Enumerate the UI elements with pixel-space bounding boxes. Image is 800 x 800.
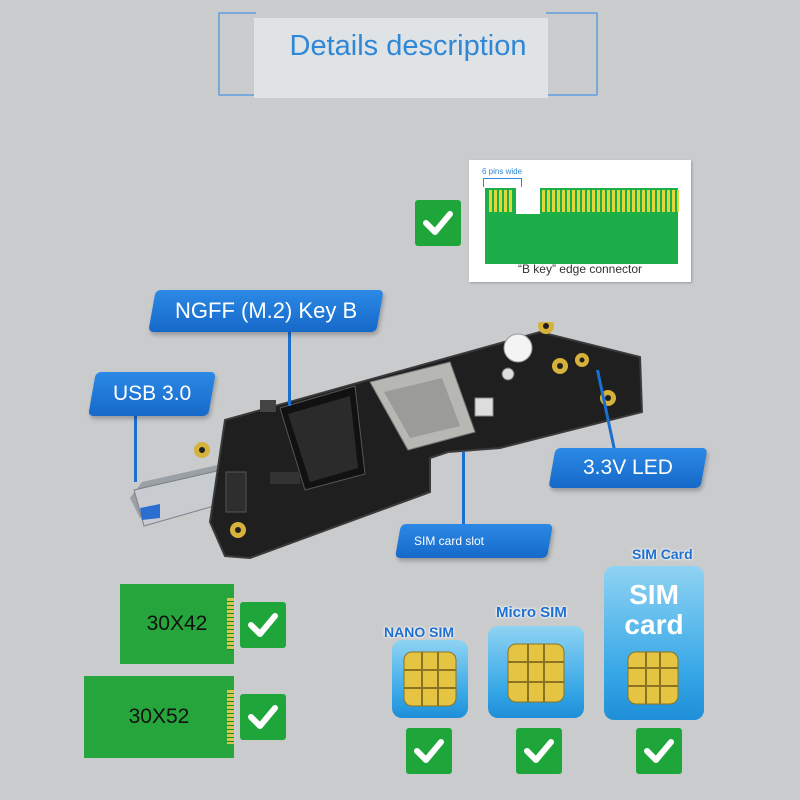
checkmark-icon xyxy=(240,694,286,740)
ssd-module-30x42: 30X42 xyxy=(120,584,234,664)
ssd-size-label: 30X52 xyxy=(128,705,190,728)
ngff-label: NGFF (M.2) Key B xyxy=(174,298,358,323)
led-label: 3.3V LED xyxy=(583,456,673,479)
key-notch xyxy=(516,188,540,214)
nano-sim-card xyxy=(392,640,468,718)
usb-pointer-line xyxy=(134,414,137,482)
edge-pins-left xyxy=(489,190,514,212)
edge-connector-diagram: 6 pins wide “B key” edge connector xyxy=(469,160,691,282)
sim-slot-label: SIM card slot xyxy=(414,534,485,548)
checkmark-icon xyxy=(516,728,562,774)
header-box xyxy=(254,18,548,98)
ssd-module-30x52: 30X52 xyxy=(84,676,234,758)
nano-sim-label: NANO SIM xyxy=(384,624,454,640)
sim-card-text-line2: card xyxy=(624,609,684,640)
micro-sim-card xyxy=(488,626,584,718)
sim-slot-callout: SIM card slot xyxy=(395,524,553,558)
ssd-gold-fingers xyxy=(227,598,234,650)
led-callout: 3.3V LED xyxy=(548,448,708,488)
standard-sim-label: SIM Card xyxy=(632,546,693,562)
usb-label: USB 3.0 xyxy=(112,382,192,405)
pins-bracket xyxy=(483,178,522,187)
checkmark-icon xyxy=(636,728,682,774)
checkmark-icon xyxy=(415,200,461,246)
usb-callout: USB 3.0 xyxy=(88,372,216,416)
ngff-pointer-line xyxy=(288,330,291,406)
standard-sim-card: SIM card xyxy=(604,566,704,720)
micro-sim-label: Micro SIM xyxy=(496,604,567,621)
sim-pointer-line xyxy=(462,452,465,526)
frame-gap-top xyxy=(256,9,546,17)
ssd-gold-fingers xyxy=(227,690,234,744)
header-banner: Details description xyxy=(218,9,598,99)
sim-card-text: SIM card xyxy=(604,580,704,640)
edge-connector-caption: “B key” edge connector xyxy=(517,262,643,276)
edge-pins-right xyxy=(542,190,679,212)
adapter-board-image xyxy=(130,322,644,560)
pins-width-label: 6 pins wide xyxy=(482,167,523,176)
checkmark-icon xyxy=(240,602,286,648)
sim-card-text-line1: SIM xyxy=(629,579,679,610)
checkmark-icon xyxy=(406,728,452,774)
ssd-size-label: 30X42 xyxy=(146,612,208,635)
page-title: Details description xyxy=(289,30,527,62)
ngff-callout: NGFF (M.2) Key B xyxy=(148,290,384,332)
